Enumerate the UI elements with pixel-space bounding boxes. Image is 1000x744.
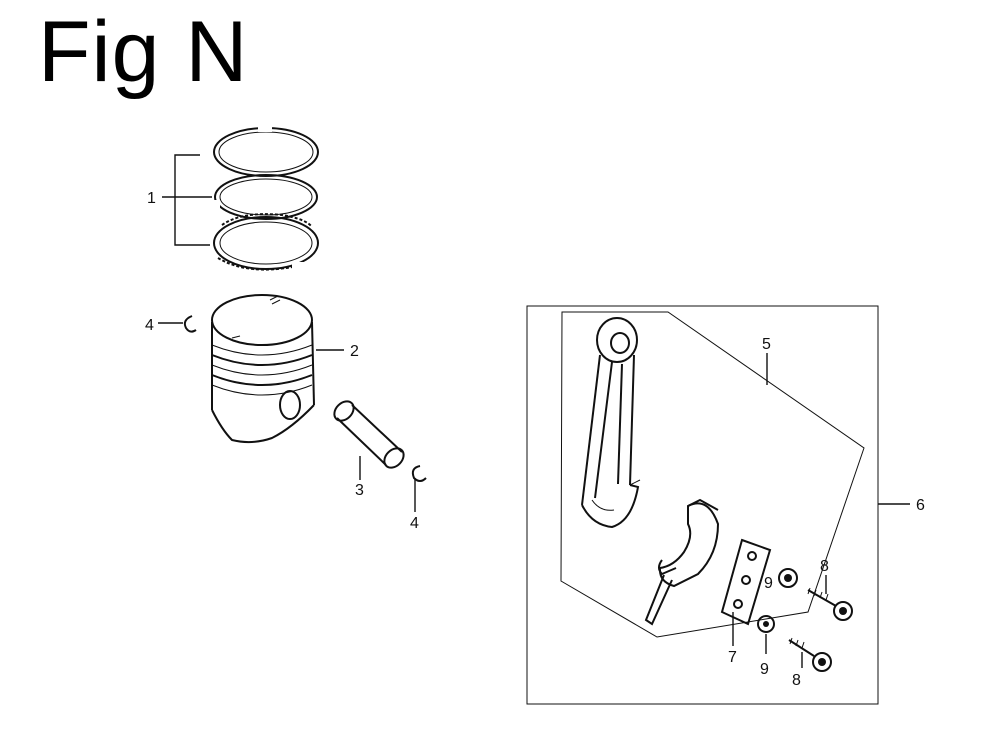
callout-9-upper: 9 — [764, 575, 773, 592]
piston-pin-clip-left — [183, 315, 197, 333]
piston-ring-set — [208, 124, 319, 272]
connecting-rod-bolt-lower — [788, 637, 832, 672]
lock-plate — [720, 538, 772, 646]
callout-5: 5 — [762, 336, 771, 353]
callout-4-right: 4 — [410, 515, 419, 532]
callout-1: 1 — [147, 190, 156, 207]
callout-8-lower: 8 — [792, 672, 801, 689]
oil-dipper — [644, 574, 673, 626]
callout-6: 6 — [916, 497, 925, 514]
top-ring — [213, 124, 319, 177]
connecting-rod-cap — [658, 498, 720, 588]
connecting-rod-bolt-upper — [807, 575, 853, 621]
second-ring — [208, 174, 318, 220]
piston-pin-clip-right — [411, 465, 427, 482]
figure-title: Fig N — [38, 4, 249, 100]
oil-dipper-washer-lower — [757, 615, 775, 633]
piston-pin — [333, 400, 405, 469]
callout-4-left: 4 — [145, 317, 154, 334]
callout-8-upper: 8 — [820, 558, 829, 575]
callout-1-bracket — [162, 154, 212, 246]
connecting-rod — [581, 317, 641, 529]
callout-9-lower: 9 — [760, 661, 769, 678]
connecting-rod-assembly-frame — [526, 305, 910, 705]
callout-7: 7 — [728, 649, 737, 666]
oil-dipper-washer-upper — [778, 568, 798, 588]
callout-3: 3 — [355, 482, 364, 499]
callout-2: 2 — [350, 343, 359, 360]
piston — [211, 294, 315, 444]
oil-ring — [213, 213, 319, 272]
connecting-rod-frame — [560, 311, 865, 638]
